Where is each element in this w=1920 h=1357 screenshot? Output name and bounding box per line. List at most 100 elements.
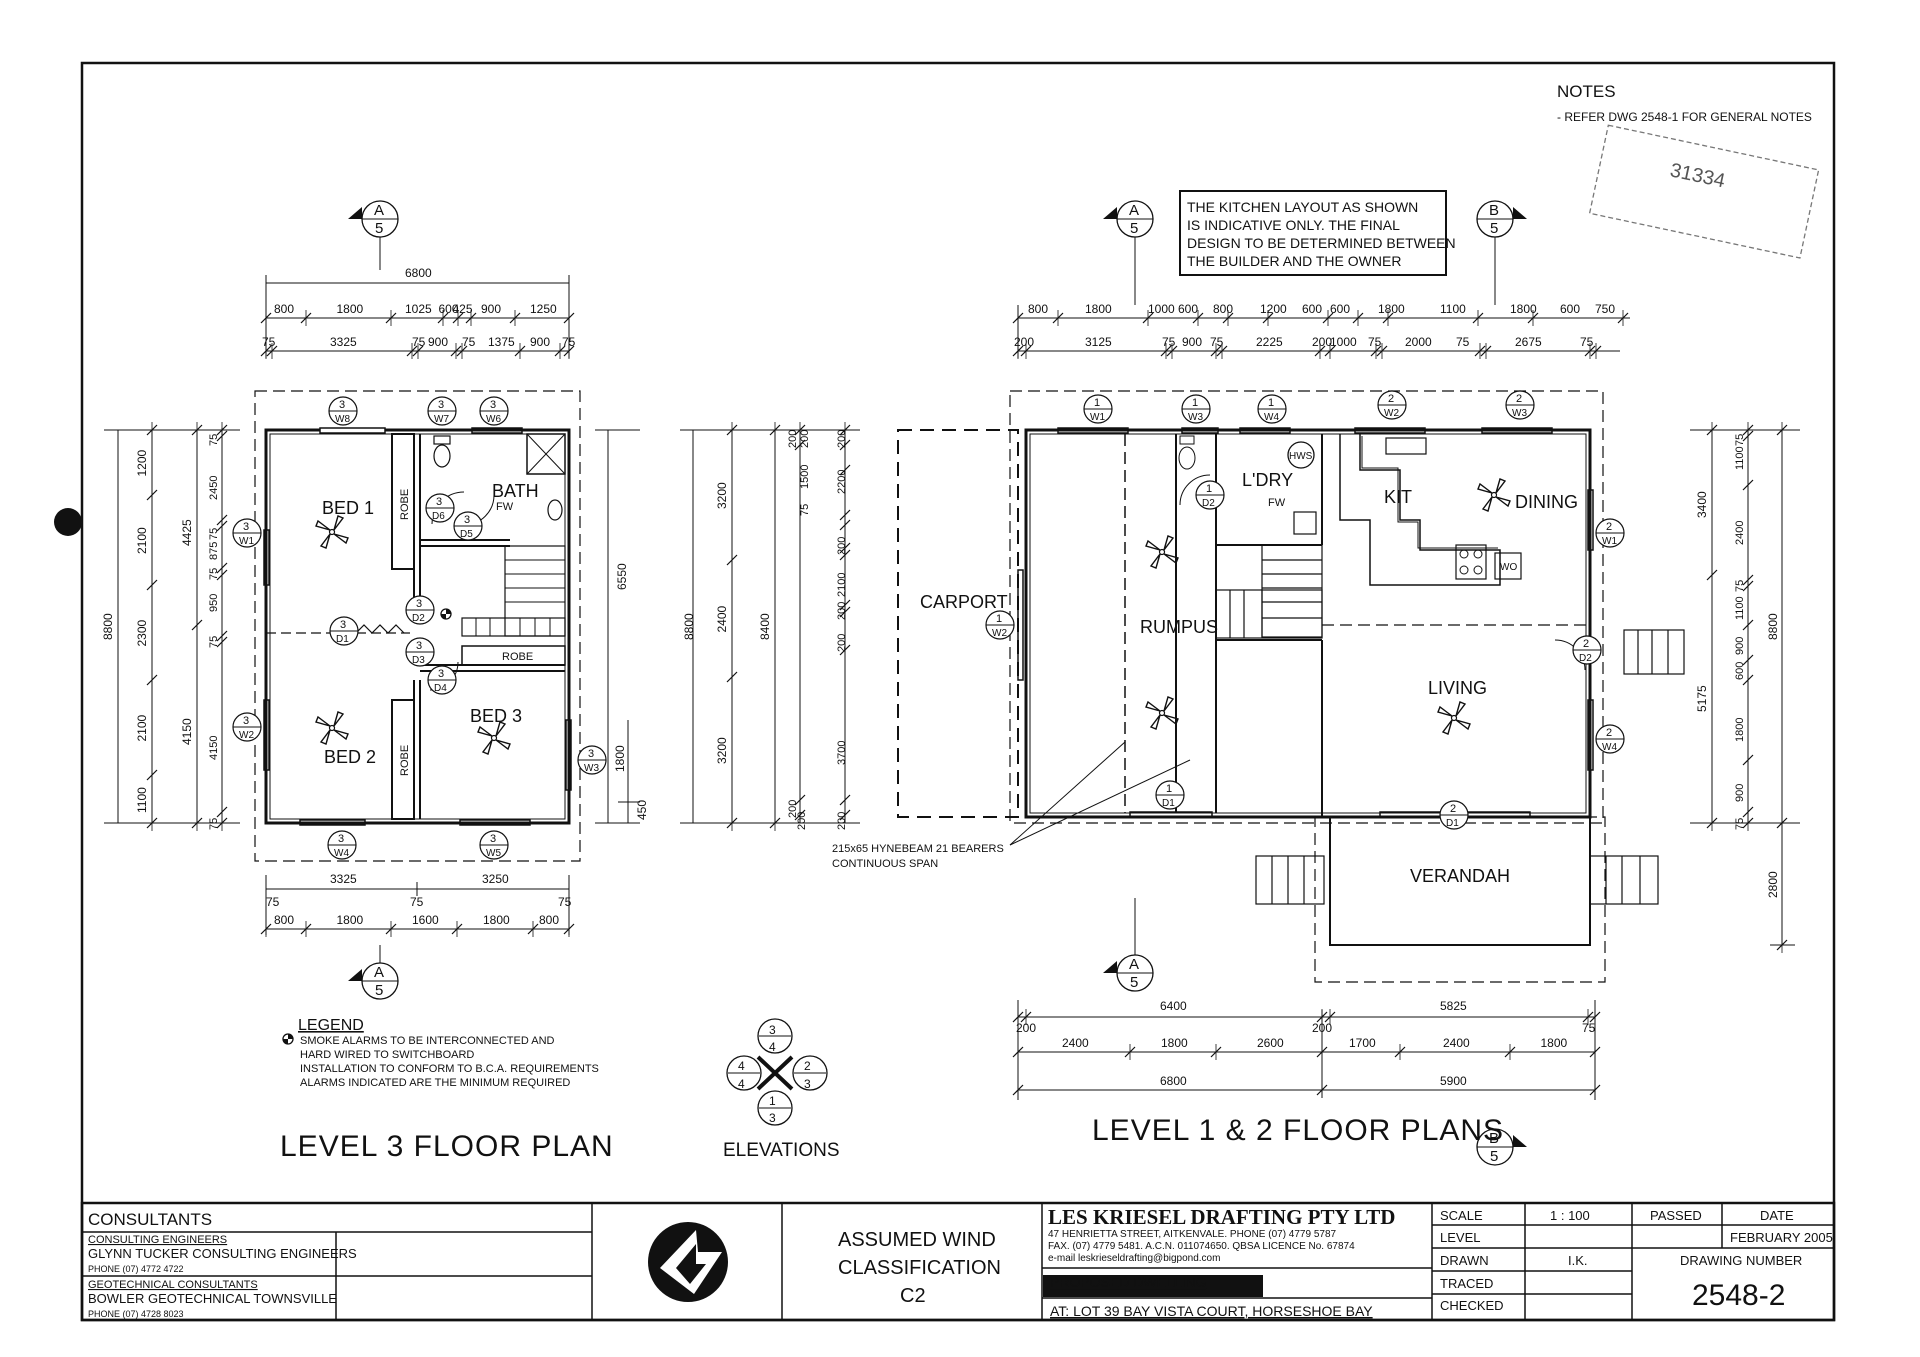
wind-line-3: C2 [900,1285,926,1307]
section-marker-a-bottom-l3-letter: A [374,964,384,981]
l12-top-dim: 75 [1162,335,1176,349]
l3-left-dim: 2100 [135,714,149,741]
window-tag-l12-7-id: W2 [992,628,1007,639]
geo-phone: PHONE (07) 4728 8023 [88,1309,184,1319]
window-tag-w7-id: W7 [434,414,449,425]
elevations-label: ELEVATIONS [723,1140,840,1161]
section-marker-b-bottom-l12-letter: B [1489,1130,1499,1147]
mid-dim-inner: 200 [836,634,848,652]
smoke-alarm-icon [440,608,452,620]
l3-left-inner: 75 [208,528,220,540]
l3-left-inner: 4150 [208,736,220,760]
room-bed3: BED 3 [470,706,522,726]
l3-top-dim: 1375 [488,335,515,349]
window-tag-l12-6: 2W4 [1595,724,1625,754]
legend-line-2: HARD WIRED TO SWITCHBOARD [300,1049,474,1061]
l3-bot-dim-1: 3325 [330,872,357,886]
mid-dim-inner: 200 [836,602,848,620]
window-tag-w6-id: W6 [486,414,501,425]
l3-top-dim: 425 [453,302,473,316]
l12-top-dim: 600 [1560,302,1580,316]
level12-title: LEVEL 1 & 2 FLOOR PLANS [1092,1114,1504,1147]
ceiling-fan-icon [477,721,511,755]
window-tag-w1-level: 3 [243,521,249,533]
l12-top-dim: 75 [1210,335,1224,349]
l12-top-dim: 1800 [1085,302,1112,316]
l12-right-inner: 1100 [1734,596,1746,620]
mid-dim-inner: 2200 [836,470,848,494]
door-tag-d2-level: 3 [416,598,422,610]
window-tag-w7-level: 3 [438,399,444,411]
window-tag-w8-level: 3 [339,399,345,411]
company-name: LES KRIESEL DRAFTING PTY LTD [1048,1205,1395,1229]
l3-bot-dim: 800 [274,913,294,927]
l12-bot-dim: 2400 [1443,1036,1470,1050]
mid-dim-inner: 1500 [799,465,811,489]
l12-right-inner: 75 [1734,580,1746,592]
window-tag-w4-id: W4 [334,848,349,859]
window-tag-w6-level: 3 [490,399,496,411]
l12-top-dim: 600 [1330,302,1350,316]
roof-overhang [254,390,581,862]
dwg-number: 2548-2 [1692,1279,1785,1312]
elev-num-6: 4 [738,1077,745,1091]
l12-bot-200-b: 200 [1312,1021,1332,1035]
room-living: LIVING [1428,678,1487,698]
elev-num-7: 1 [769,1094,776,1108]
window-tag-l12-3: 2W2 [1377,390,1407,420]
mid-dim-inner: 3700 [836,741,848,765]
door-tag-d4-id: D4 [434,683,447,694]
mid-dim-inner: 200 [836,537,848,555]
kitchen-note-line-1: THE KITCHEN LAYOUT AS SHOWN [1187,199,1418,215]
l12-top-dim: 1000 [1148,302,1175,316]
room-bed2: BED 2 [324,747,376,767]
room-bath: BATH [492,481,539,501]
section-marker-a-bottom-l12-num: 5 [1130,974,1138,991]
mid-dim-inner: 200 [796,812,808,830]
level-label: LEVEL [1440,1230,1480,1245]
door-tag-d6-id: D6 [432,511,445,522]
l3-bot-75-r: 75 [558,895,572,909]
kitchen-note: THE KITCHEN LAYOUT AS SHOWN IS INDICATIV… [1179,190,1456,276]
section-marker-b-bottom-l12-num: 5 [1490,1148,1498,1165]
window-tag-l12-5-id: W1 [1602,536,1617,547]
l12-bot-6800: 6800 [1160,1074,1187,1088]
l12-top-dim: 75 [1368,335,1382,349]
l3-top-dim: 75 [462,335,476,349]
external-wall [264,428,571,825]
door-tag-d3-level: 3 [416,640,422,652]
room-rumpus: RUMPUS [1140,617,1218,637]
l3-left-dim: 2100 [135,527,149,554]
mid-dim-outer: 3200 [715,737,729,764]
door-tag-d5-id: D5 [460,529,473,540]
ceiling-fan-icon [315,711,349,745]
mid-dim-inner: 200 [799,430,811,448]
l3-left-mid: 4150 [180,718,194,745]
l3-top-dim: 800 [274,302,294,316]
passed-label: PASSED [1650,1208,1702,1223]
l12-top-dim: 3125 [1085,335,1112,349]
elev-num-4: 3 [804,1077,811,1091]
l3-right-450: 450 [635,800,649,820]
l3-left-dim: 1200 [135,449,149,476]
window-tag-w1: 3W1 [232,518,262,548]
bath-fw: FW [496,501,514,513]
l12-bot-dim: 1800 [1161,1036,1188,1050]
door-tag-l12-1-level: 1 [1206,483,1212,495]
window-tag-l12-1: 1W3 [1181,394,1211,424]
window-tag-w4: 3W4 [327,830,357,860]
door-tag-d2: 3D2 [405,595,435,625]
window-tag-w3-id: W3 [584,763,599,774]
l3-top-dim: 900 [530,335,550,349]
kitchen-note-line-3: DESIGN TO BE DETERMINED BETWEEN [1187,235,1456,251]
l3-left-dim: 1100 [135,787,149,813]
redaction-box [1043,1275,1263,1297]
door-tag-l12-3-level: 2 [1583,638,1589,650]
l12-right-inner: 900 [1734,784,1746,802]
door-tag-l12-0-level: 1 [1166,783,1172,795]
l12-right-outer: 5175 [1695,685,1709,712]
l3-left-dim: 2300 [135,619,149,646]
window-tag-l12-6-id: W4 [1602,742,1617,753]
l3-top-dim: 3325 [330,335,357,349]
robe-3 [461,645,566,666]
